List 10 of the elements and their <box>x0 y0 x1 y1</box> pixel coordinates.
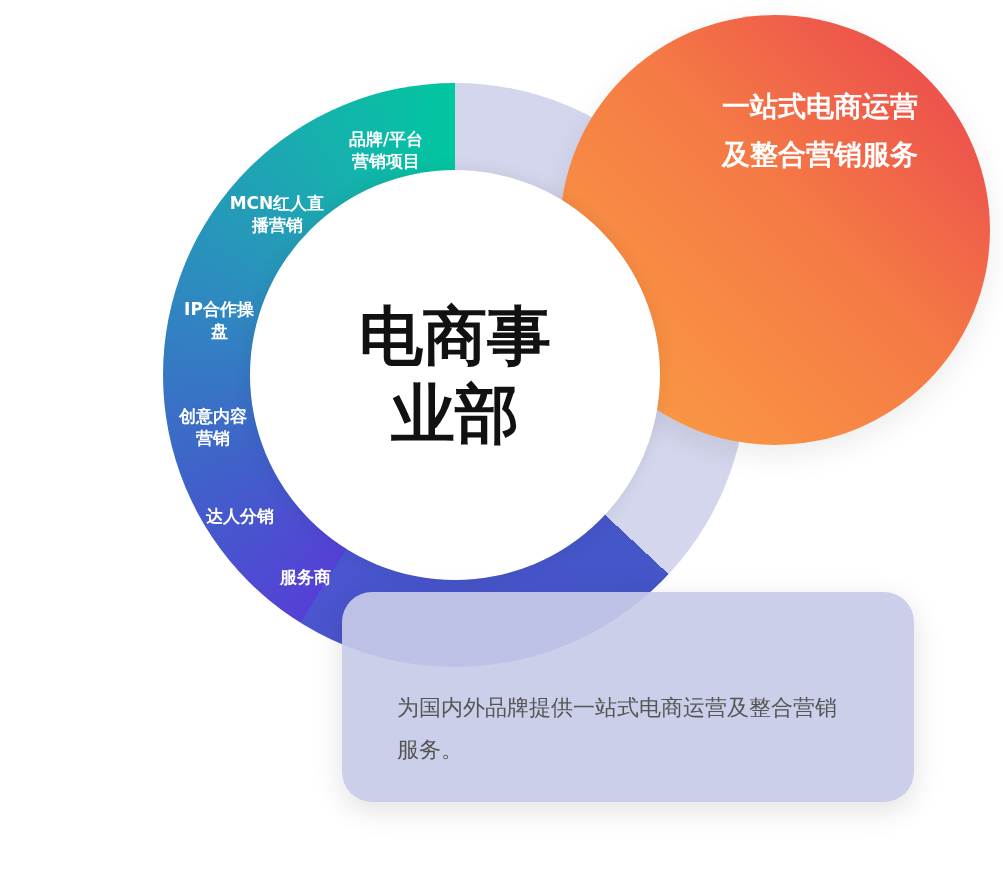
segment-label: 创意内容营销 <box>178 405 248 449</box>
description-text: 为国内外品牌提供一站式电商运营及整合营销服务。 <box>397 694 838 764</box>
segment-label: 服务商 <box>278 566 332 588</box>
info-card <box>342 592 914 802</box>
segment-label: 品牌/平台营销项目 <box>347 128 425 172</box>
circle-text: 一站式电商运营及整合营销服务 <box>722 89 919 173</box>
segment-label: MCN红人直播营销 <box>228 192 326 236</box>
center-title: 电商事业部 <box>358 298 552 453</box>
segment-label: 达人分销 <box>205 505 275 527</box>
segment-label: IP合作操盘 <box>183 298 255 342</box>
